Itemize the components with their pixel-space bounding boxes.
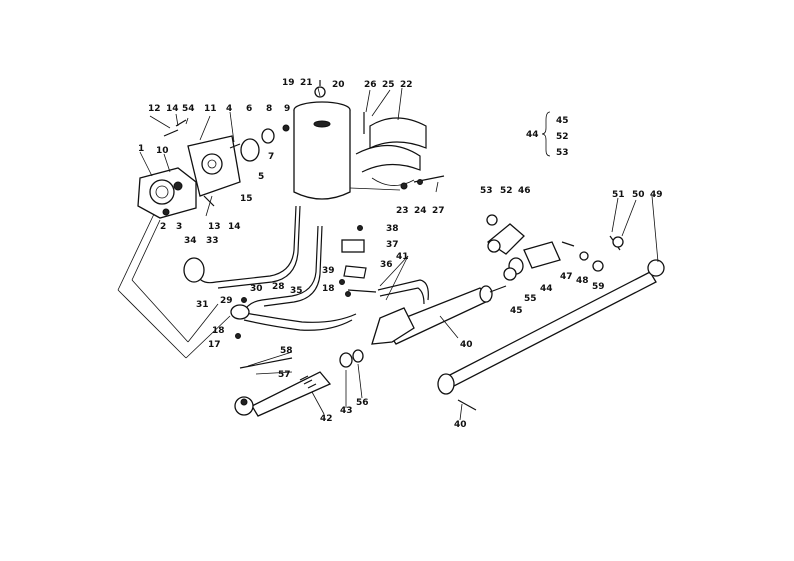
label-54: 54 xyxy=(182,104,195,114)
label-41: 41 xyxy=(396,252,409,262)
label-52: 52 xyxy=(500,186,513,196)
label-27: 27 xyxy=(432,206,445,216)
label-39: 39 xyxy=(322,266,335,276)
label-26: 26 xyxy=(364,80,377,90)
label-44-group: 44 xyxy=(526,130,539,140)
label-14: 14 xyxy=(166,104,179,114)
label-18-upper: 18 xyxy=(322,284,335,294)
label-40: 40 xyxy=(460,340,473,350)
reservoir-clamp xyxy=(349,112,445,191)
callout-bracket-44 xyxy=(541,111,551,157)
label-23: 23 xyxy=(396,206,409,216)
label-18: 18 xyxy=(212,326,225,336)
label-58: 58 xyxy=(280,346,293,356)
label-28: 28 xyxy=(272,282,285,292)
label-52-group: 52 xyxy=(556,132,569,142)
label-38: 38 xyxy=(386,224,399,234)
label-29: 29 xyxy=(220,296,233,306)
label-46: 46 xyxy=(518,186,531,196)
label-19: 19 xyxy=(282,78,295,88)
label-3: 3 xyxy=(176,222,183,232)
label-35: 35 xyxy=(290,286,303,296)
power-cylinder xyxy=(339,285,507,368)
label-5: 5 xyxy=(258,172,265,182)
label-8: 8 xyxy=(266,104,273,114)
label-leaders xyxy=(139,87,659,421)
label-30: 30 xyxy=(250,284,263,294)
label-24: 24 xyxy=(414,206,427,216)
label-1: 1 xyxy=(138,144,145,154)
label-31: 31 xyxy=(196,300,209,310)
label-37: 37 xyxy=(386,240,399,250)
label-10: 10 xyxy=(156,146,169,156)
label-53: 53 xyxy=(480,186,493,196)
label-53-group: 53 xyxy=(556,148,569,158)
label-57: 57 xyxy=(278,370,291,380)
label-14-lower: 14 xyxy=(228,222,241,232)
label-44: 44 xyxy=(540,284,553,294)
label-2: 2 xyxy=(160,222,167,232)
label-50: 50 xyxy=(632,190,645,200)
label-36: 36 xyxy=(380,260,393,270)
connector-leaders xyxy=(117,213,231,359)
label-55: 55 xyxy=(524,294,537,304)
label-42: 42 xyxy=(320,414,333,424)
label-51: 51 xyxy=(612,190,625,200)
label-48: 48 xyxy=(576,276,589,286)
steering-arm xyxy=(486,214,589,281)
label-7: 7 xyxy=(268,152,275,162)
label-45: 45 xyxy=(510,306,523,316)
label-56: 56 xyxy=(356,398,369,408)
label-43: 43 xyxy=(340,406,353,416)
label-12: 12 xyxy=(148,104,161,114)
label-13: 13 xyxy=(208,222,221,232)
reservoir-tank xyxy=(293,80,351,200)
label-15: 15 xyxy=(240,194,253,204)
label-17: 17 xyxy=(208,340,221,350)
pump-assembly xyxy=(137,119,290,219)
label-49: 49 xyxy=(650,190,663,200)
tie-rod-long xyxy=(437,235,665,411)
label-4: 4 xyxy=(226,104,233,114)
label-20: 20 xyxy=(332,80,345,90)
label-22: 22 xyxy=(400,80,413,90)
label-47: 47 xyxy=(560,272,573,282)
label-21: 21 xyxy=(300,78,313,88)
label-11: 11 xyxy=(204,104,217,114)
label-40-lower: 40 xyxy=(454,420,467,430)
hose-lines xyxy=(195,205,429,331)
label-9: 9 xyxy=(284,104,291,114)
label-34: 34 xyxy=(184,236,197,246)
label-33: 33 xyxy=(206,236,219,246)
fittings xyxy=(183,225,367,339)
label-45-group: 45 xyxy=(556,116,569,126)
tie-rod-left xyxy=(234,357,332,417)
label-6: 6 xyxy=(246,104,253,114)
label-25: 25 xyxy=(382,80,395,90)
label-59: 59 xyxy=(592,282,605,292)
